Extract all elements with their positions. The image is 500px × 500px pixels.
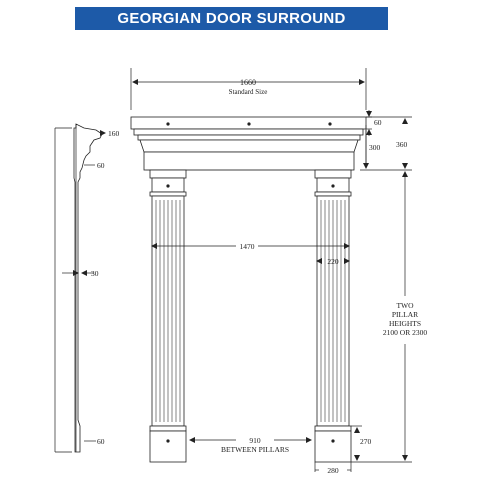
diagram-title: GEORGIAN DOOR SURROUND [117, 10, 346, 27]
heights-line1: TWO [396, 301, 414, 310]
entablature [130, 116, 367, 171]
side-30-label: 30 [91, 269, 99, 278]
side-60-bottom-label: 60 [97, 437, 105, 446]
width-caption: Standard Size [229, 88, 268, 96]
title-banner: GEORGIAN DOOR SURROUND [75, 7, 388, 30]
inner-1470-label: 1470 [240, 242, 255, 251]
right-pillar [314, 169, 352, 463]
left-pillar [149, 169, 187, 463]
cap-300-label: 300 [369, 143, 381, 152]
top-60-label: 60 [374, 118, 382, 127]
side-60-top-label: 60 [97, 161, 105, 170]
between-caption: BETWEEN PILLARS [221, 445, 289, 454]
width-value: 1660 [240, 78, 256, 87]
heights-line4: 2100 OR 2300 [383, 328, 427, 337]
width-dimension [130, 68, 367, 110]
pillar-220-label: 220 [327, 257, 339, 266]
between-value: 910 [249, 436, 261, 445]
base-280-label: 280 [327, 466, 339, 475]
heights-line2: PILLAR [392, 310, 418, 319]
side-profile [54, 123, 106, 453]
internal-dimensions [151, 243, 352, 472]
right-dimensions [351, 110, 412, 463]
side-160-label: 160 [108, 129, 120, 138]
heights-line3: HEIGHTS [389, 319, 421, 328]
head-360-label: 360 [396, 140, 408, 149]
plinth-270-label: 270 [360, 437, 372, 446]
